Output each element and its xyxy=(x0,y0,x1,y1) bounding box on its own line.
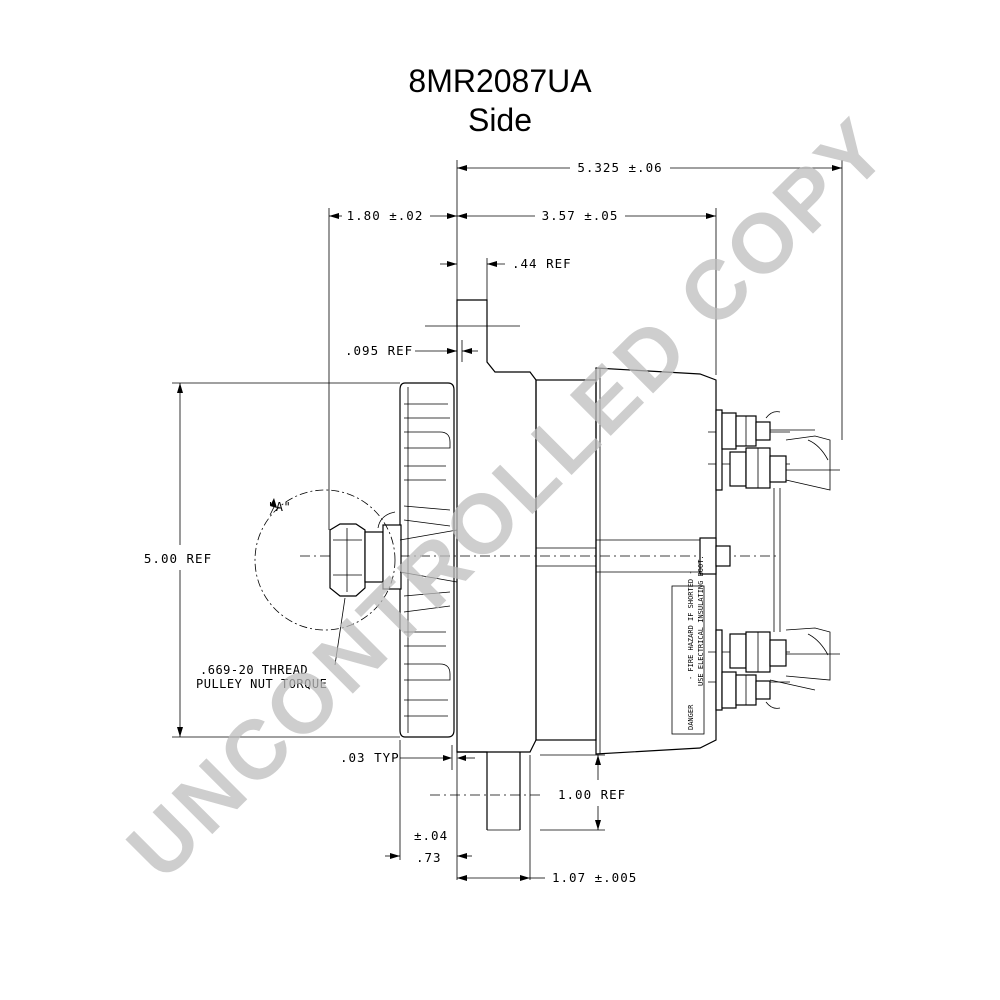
svg-text:3.57 ±.05: 3.57 ±.05 xyxy=(542,208,619,223)
svg-text:.095 REF: .095 REF xyxy=(345,343,413,358)
rear-housing xyxy=(535,367,717,755)
svg-text:±.04: ±.04 xyxy=(414,828,448,843)
dimension-front-to-flange: 1.80 ±.02 xyxy=(329,208,457,223)
svg-text:1.80 ±.02: 1.80 ±.02 xyxy=(347,208,424,223)
pulley-nut-assembly xyxy=(329,511,458,597)
dimension-flange-to-rear: 3.57 ±.05 xyxy=(457,208,716,223)
watermark: UNCONTROLLED COPY xyxy=(109,99,907,897)
danger-label: DANGER - FIRE HAZARD IF SHORTED - USE EL… xyxy=(671,555,705,735)
svg-text:USE ELECTRICAL INSULATING BOOT: USE ELECTRICAL INSULATING BOOT. xyxy=(697,555,705,686)
dimension-ear-width: 1.07 ±.005 xyxy=(457,870,637,885)
dimension-pulley-diameter: 5.00 REF xyxy=(144,383,212,737)
svg-text:5.00 REF: 5.00 REF xyxy=(144,551,212,566)
pulley-fan xyxy=(399,382,455,738)
dimension-gap: .03 TYP xyxy=(340,745,475,770)
svg-text:DANGER: DANGER xyxy=(687,704,695,730)
svg-text:.73: .73 xyxy=(416,850,442,865)
front-housing xyxy=(456,299,537,831)
rear-terminals xyxy=(699,409,840,711)
thread-note: .669-20 THREAD PULLEY NUT TORQUE xyxy=(196,597,346,691)
detail-a-label: "A" xyxy=(268,500,291,514)
dimension-overall-length: 5.325 ±.06 xyxy=(457,160,842,175)
svg-text:5.325 ±.06: 5.325 ±.06 xyxy=(577,160,662,175)
svg-text:.44 REF: .44 REF xyxy=(512,256,572,271)
dimension-ear-thickness: .44 REF xyxy=(440,256,572,271)
svg-text:PULLEY NUT TORQUE: PULLEY NUT TORQUE xyxy=(196,677,327,691)
svg-text:1.00 REF: 1.00 REF xyxy=(558,787,626,802)
view-title: Side xyxy=(468,102,532,138)
dimension-flange-offset: .095 REF xyxy=(345,340,478,362)
svg-text:1.07 ±.005: 1.07 ±.005 xyxy=(552,870,637,885)
svg-text:.03 TYP: .03 TYP xyxy=(340,750,400,765)
detail-a-circle: "A" xyxy=(254,489,396,631)
dimension-mount-height: 1.00 REF xyxy=(558,755,626,830)
part-number-title: 8MR2087UA xyxy=(408,63,592,99)
svg-text:- FIRE HAZARD IF SHORTED -: - FIRE HAZARD IF SHORTED - xyxy=(687,570,695,680)
svg-text:.669-20 THREAD: .669-20 THREAD xyxy=(200,663,308,677)
dimension-pulley-width: ±.04 .73 xyxy=(385,828,472,865)
